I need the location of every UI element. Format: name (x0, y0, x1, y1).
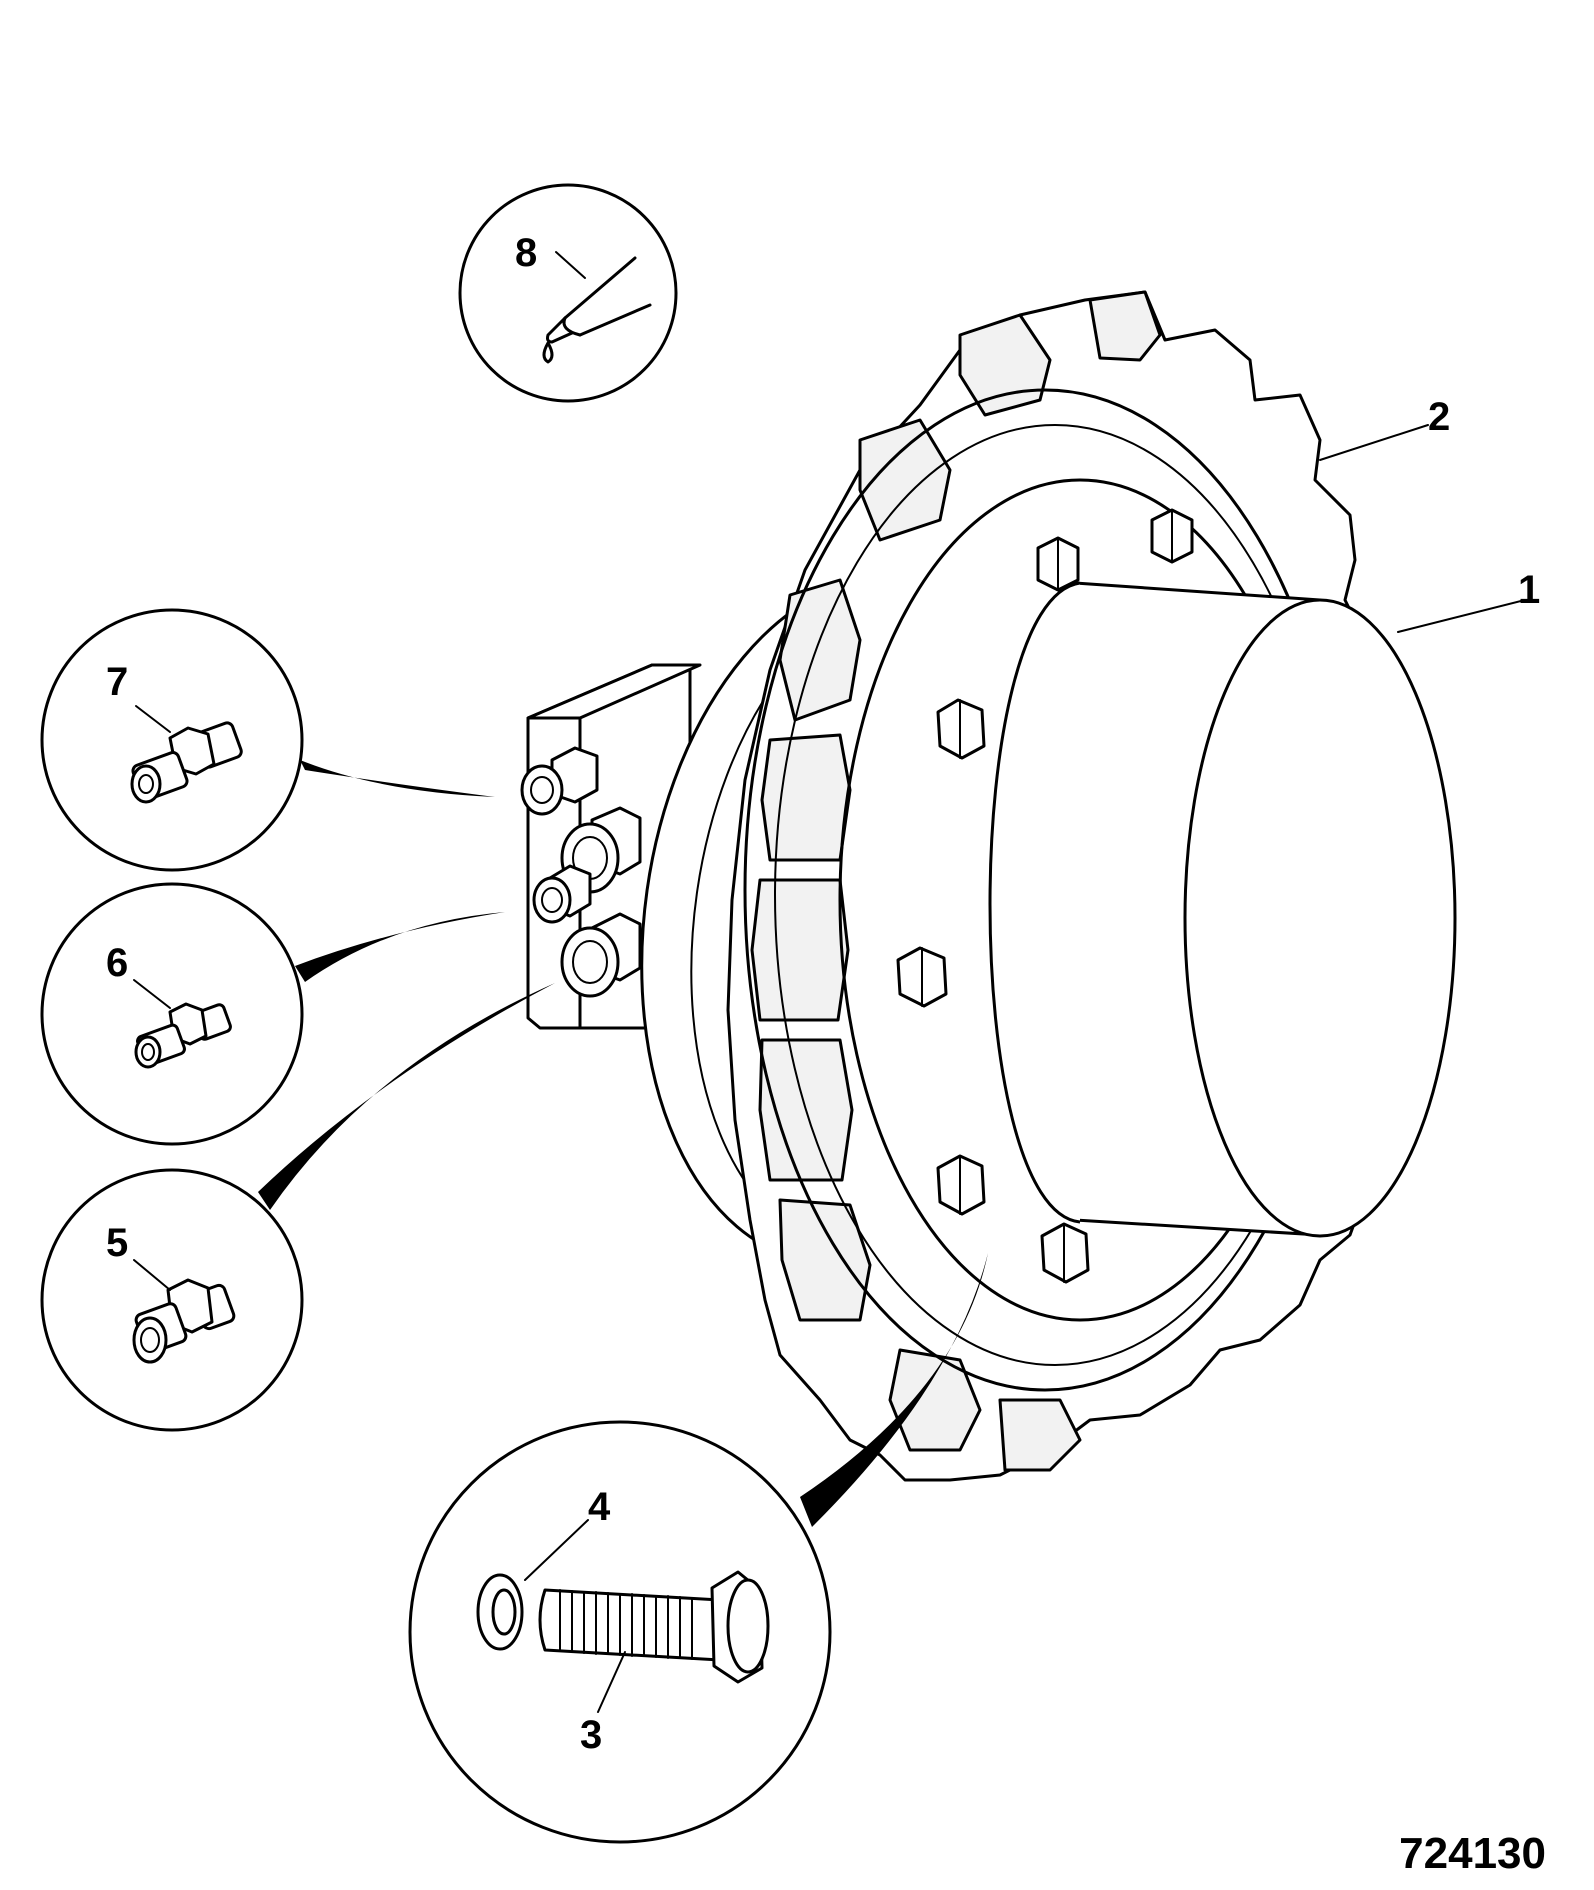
callout-1: 1 (1518, 568, 1540, 612)
callout-4: 4 (588, 1485, 611, 1529)
hub-bolt (936, 698, 986, 760)
figure-number: 724130 (1399, 1829, 1546, 1878)
port-fitting-small (532, 864, 592, 924)
detail-circle-5 (40, 1168, 304, 1432)
callout-3: 3 (580, 1713, 602, 1757)
detail-circle-8 (458, 183, 678, 403)
detail-circle-3-4 (408, 1420, 832, 1844)
motor-cover-drum (988, 581, 1457, 1238)
washer (476, 1573, 524, 1651)
callout-6: 6 (106, 941, 128, 985)
bolt (538, 1570, 770, 1684)
detail-leaders (258, 760, 988, 1527)
detail-circle-6 (40, 882, 304, 1146)
hub-bolt (936, 1154, 986, 1216)
port-fittings (520, 746, 642, 998)
adapter-fitting-6 (134, 1002, 232, 1069)
callout-7: 7 (106, 660, 128, 704)
drive-motor-assembly (520, 290, 1457, 1482)
callout-2: 2 (1428, 395, 1450, 439)
hub-bolt (1040, 1222, 1090, 1284)
hub-bolts (896, 508, 1194, 1284)
detail-circle-7 (40, 608, 304, 872)
callout-8: 8 (515, 231, 537, 275)
callout-5: 5 (106, 1221, 128, 1265)
port-fitting-top (520, 746, 599, 816)
callout-leaders (1319, 424, 1526, 633)
hub-bolt (1036, 536, 1080, 592)
adapter-fitting-7 (130, 721, 243, 804)
hub-bolt (896, 946, 948, 1008)
adapter-fitting-5 (132, 1278, 236, 1364)
port-fitting-lower-large (560, 912, 642, 998)
hub-bolt (1150, 508, 1194, 564)
